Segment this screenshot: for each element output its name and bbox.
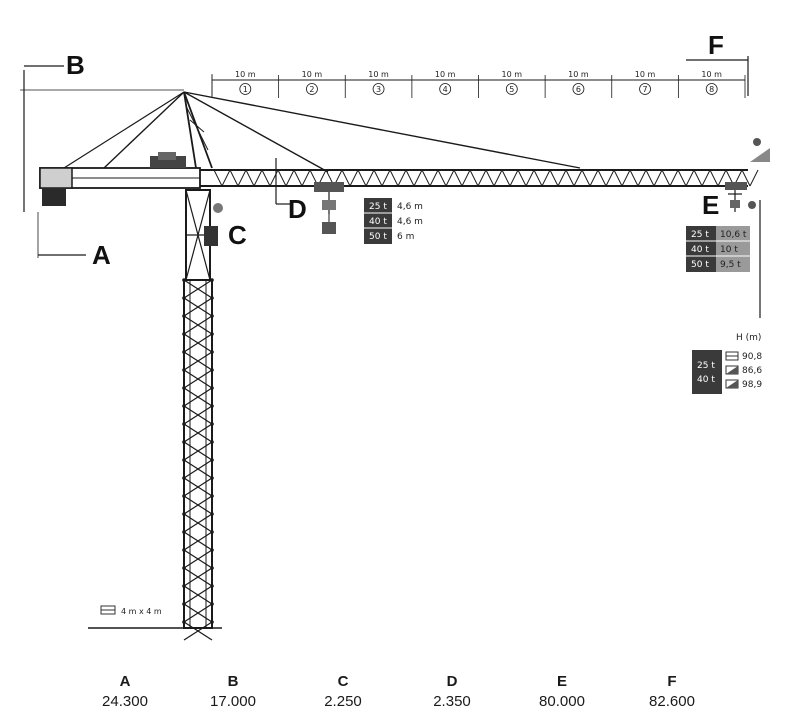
dimension-letter: D [446, 673, 458, 690]
tip-load-3: 50 t [691, 260, 709, 270]
height-title: H (m) [736, 333, 761, 343]
dimension-value: 80.000 [539, 693, 585, 710]
trolley-tip [725, 182, 747, 212]
reach-load-2: 40 t [369, 217, 387, 227]
dimension-F: F 82.600 [617, 672, 727, 712]
segment-length-label: 10 m [368, 70, 389, 79]
dimension-value: 82.600 [649, 693, 695, 710]
dimension-letter: C [337, 673, 349, 690]
reach-radius-2: 4,6 m [397, 217, 423, 227]
label-D: D [288, 194, 307, 224]
tip-cap-1: 10,6 t [720, 230, 747, 240]
dimension-value: 24.300 [102, 693, 148, 710]
segment-length-label: 10 m [568, 70, 589, 79]
slewing-unit [204, 203, 223, 246]
mast-base-label: 4 m x 4 m [121, 607, 162, 616]
tower-top [63, 91, 581, 173]
label-B: B [66, 50, 85, 80]
segment-number-circle [372, 83, 385, 95]
dimension-value: 2.350 [433, 693, 471, 710]
height-value-3: 98,9 [742, 380, 762, 390]
dimension-letter: F [667, 673, 677, 690]
label-A: A [92, 240, 111, 270]
segment-number-circle [705, 83, 718, 95]
segment-number-label: 2 [309, 85, 314, 94]
tip-cap-2: 10 t [720, 245, 738, 255]
tip-load-icon [748, 138, 770, 209]
jib-segment-ruler: 10 m 1 10 m 2 10 m 3 10 m 4 10 m 5 10 m 6 10 m 7 10 m 8 [211, 70, 746, 98]
dimension-summary: A 24.300 B 17.000 C 2.250 D 2.350 E 80.0… [0, 672, 800, 722]
tower-mast [182, 189, 214, 641]
tip-load-2: 40 t [691, 245, 709, 255]
dimension-E: E 80.000 [507, 672, 617, 712]
dimension-D: D 2.350 [397, 672, 507, 712]
reach-radius-1: 4,6 m [397, 202, 423, 212]
segment-number-label: 4 [443, 85, 448, 94]
reach-table: 25 t 40 t 50 t 4,6 m 4,6 m 6 m [364, 198, 423, 244]
label-C: C [228, 220, 247, 250]
reach-load-1: 25 t [369, 202, 387, 212]
dimension-value: 2.250 [324, 693, 362, 710]
tip-table: 25 t 40 t 50 t 10,6 t 10 t 9,5 t [686, 226, 750, 272]
height-load-1: 25 t [697, 361, 715, 371]
dimension-C: C 2.250 [288, 672, 398, 712]
label-F: F [708, 30, 724, 60]
segment-number-label: 6 [576, 85, 581, 94]
dimension-lines [20, 56, 761, 318]
segment-number-circle [306, 83, 318, 95]
tower-crane-diagram: 4 m x 4 m [20, 30, 770, 641]
segment-number-label: 1 [243, 85, 248, 94]
dimension-letter: A [119, 673, 131, 690]
segment-number-label: 3 [376, 85, 381, 94]
main-jib [200, 169, 759, 187]
segment-length-label: 10 m [302, 70, 323, 79]
dimension-letter: E [556, 673, 567, 690]
dimension-B: B 17.000 [178, 672, 288, 712]
segment-number-circle [639, 83, 651, 95]
tip-load-1: 25 t [691, 230, 709, 240]
trolley-near [314, 182, 344, 234]
height-value-2: 86,6 [742, 366, 762, 376]
segment-number-label: 8 [709, 85, 714, 94]
height-table: H (m) 25 t 40 t 90,8 86,6 98,9 [692, 333, 762, 394]
counter-jib [39, 152, 201, 206]
segment-length-label: 10 m [701, 70, 722, 79]
segment-number-circle [439, 83, 452, 95]
segment-number-circle [572, 83, 585, 95]
segment-length-label: 10 m [635, 70, 656, 79]
segment-length-label: 10 m [235, 70, 256, 79]
reach-load-3: 50 t [369, 232, 387, 242]
mast-base-icon [100, 605, 116, 615]
segment-number-label: 7 [643, 85, 648, 94]
reach-radius-3: 6 m [397, 232, 414, 242]
height-load-2: 40 t [697, 375, 715, 385]
height-row-icons [725, 351, 739, 389]
dimension-value: 17.000 [210, 693, 256, 710]
segment-number-label: 5 [509, 85, 514, 94]
label-E: E [702, 190, 719, 220]
segment-number-circle [505, 83, 518, 95]
dimension-A: A 24.300 [70, 672, 180, 712]
height-value-1: 90,8 [742, 352, 762, 362]
dimension-letter: B [227, 673, 239, 690]
segment-length-label: 10 m [502, 70, 523, 79]
segment-number-circle [239, 83, 252, 95]
segment-length-label: 10 m [435, 70, 456, 79]
tip-cap-3: 9,5 t [720, 260, 741, 270]
